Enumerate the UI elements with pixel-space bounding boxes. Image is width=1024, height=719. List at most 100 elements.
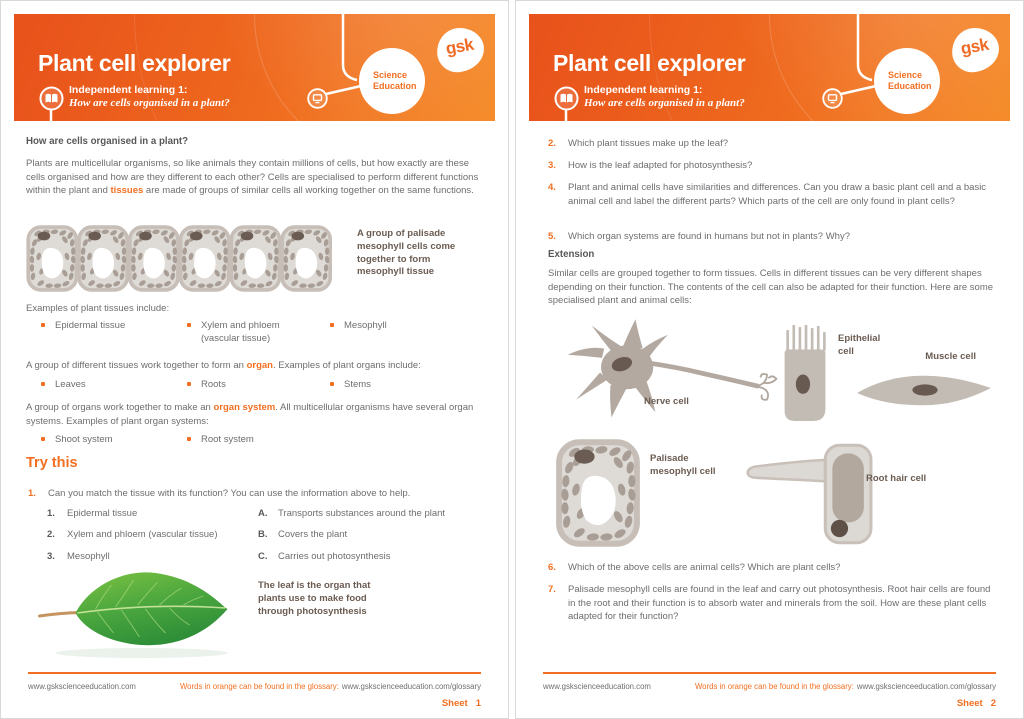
bullet-label: Xylem and phloem (vascular tissue) (201, 320, 280, 344)
match-letter: C. (258, 551, 268, 562)
question-number: 6. (548, 562, 556, 573)
nerve-cell-illustration (567, 319, 778, 418)
palisade-cell-illustration (554, 437, 642, 549)
question-number: 3. (548, 160, 556, 171)
system-pre: A group of organs work together to make … (26, 402, 214, 413)
bullet-icon (187, 437, 191, 441)
badge-line2: Education (373, 80, 417, 91)
question-3: 3. How is the leaf adapted for photosynth… (548, 159, 996, 173)
organ-post: . Examples of plant organs include: (272, 360, 421, 371)
sheet-num: 2 (990, 698, 996, 709)
muscle-cell-illustration (857, 375, 991, 406)
page-sheet-1: Plant cell explorer Independent learning… (0, 0, 509, 719)
match-number: 2. (47, 529, 55, 540)
match-number: 1. (47, 508, 55, 519)
nerve-cell-label: Nerve cell (644, 396, 689, 407)
question-number: 1. (28, 488, 36, 499)
bullet-icon (41, 437, 45, 441)
screen-icon (822, 88, 843, 114)
glossary-note: Words in orange can be found in the glos… (179, 682, 339, 691)
root-hair-cell-label: Root hair cell (866, 473, 927, 484)
section-heading: How are cells organised in a plant? (26, 136, 189, 147)
glossary-url: www.gskscienceeducation.com/glossary (856, 682, 996, 691)
question-number: 7. (548, 584, 556, 595)
epithelial-cell-illustration (784, 325, 826, 421)
question-number: 5. (548, 231, 556, 242)
badge-line1: Science (888, 70, 923, 80)
gsk-logo-text: gsk (959, 34, 990, 59)
bullet-icon (330, 323, 334, 327)
palisade-cell-label: Palisade mesophyll cell (650, 453, 716, 477)
lesson-question: How are cells organised in a plant? (584, 97, 745, 109)
palisade-tissue-illustration (26, 225, 332, 292)
bullet-label: Root system (201, 434, 254, 445)
question-text: Plant and animal cells have similarities… (568, 182, 987, 207)
organ-paragraph: A group of different tissues work togeth… (26, 359, 485, 373)
tissue-caption: A group of palisade mesophyll cells come… (357, 228, 456, 278)
bullet-label: Epidermal tissue (55, 320, 126, 331)
match-number: 3. (47, 551, 55, 562)
epithelial-cell-label: Epithelial cell (838, 333, 881, 357)
footer-glossary: Words in orange can be found in the glos… (180, 682, 481, 691)
extension-heading: Extension (548, 249, 595, 260)
bullet-item: Epidermal tissue (41, 319, 175, 332)
match-label: Epidermal tissue (67, 508, 138, 519)
question-4: 4.Plant and animal cells have similariti… (548, 181, 996, 208)
bullet-label: Stems (344, 379, 371, 390)
bullet-item: Xylem and phloem (vascular tissue) (187, 319, 303, 345)
science-education-badge: Science Education (874, 48, 940, 114)
question-7: 7.Palisade mesophyll cells are found in … (548, 583, 998, 624)
organ-pre: A group of different tissues work togeth… (26, 360, 247, 371)
footer-rule (28, 672, 481, 674)
intro-post: are made of groups of similar cells all … (143, 185, 474, 197)
sheet-num: 1 (475, 698, 481, 709)
match-right-row: B.Covers the plant (258, 528, 478, 542)
bullet-label: Shoot system (55, 434, 113, 445)
gsk-logo-text: gsk (444, 34, 475, 59)
glossary-note: Words in orange can be found in the glos… (694, 682, 854, 691)
question-1: 1. Can you match the tissue with its fun… (28, 487, 478, 501)
bullet-item: Stems (330, 378, 464, 391)
root-hair-cell-illustration (746, 443, 873, 545)
match-label: Covers the plant (278, 529, 348, 540)
screen-icon (307, 88, 328, 114)
question-number: 2. (548, 138, 556, 149)
match-label: Xylem and phloem (vascular tissue) (67, 529, 218, 540)
glossary-word-organ-system: organ system (213, 402, 276, 413)
glossary-word-organ: organ (246, 360, 273, 371)
system-post: . All multicellular organisms have sever… (26, 402, 474, 427)
intro-paragraph: Plants are multicellular organisms, so l… (26, 157, 485, 198)
sheet-label: Sheet (956, 698, 983, 709)
sheet-number: Sheet 1 (442, 698, 481, 709)
bullet-item: Mesophyll (330, 319, 464, 332)
connector-lines (564, 14, 877, 121)
bullet-icon (187, 382, 191, 386)
question-text: Which organ systems are found in humans … (568, 231, 850, 242)
sheet-label: Sheet (441, 698, 468, 709)
bullet-label: Mesophyll (344, 320, 387, 331)
leaf-caption: The leaf is the organ that plants use to… (258, 580, 371, 617)
bullet-icon (330, 382, 334, 386)
match-letter: A. (258, 508, 268, 519)
glossary-word-tissues: tissues (110, 185, 144, 197)
match-label: Carries out photosynthesis (278, 551, 391, 562)
page-title: Plant cell explorer (553, 50, 746, 76)
lesson-label: Independent learning 1: (584, 84, 703, 96)
try-this-heading: Try this (26, 455, 78, 471)
book-icon (554, 86, 579, 116)
bullet-icon (41, 382, 45, 386)
footer-url: www.gskscienceeducation.com (543, 682, 651, 691)
match-left-row: 2. Xylem and phloem (vascular tissue) (47, 528, 257, 542)
connector-lines (49, 14, 362, 121)
intro-pre: Plants are multicellular organisms, so l… (26, 158, 479, 197)
bullet-label: Leaves (55, 379, 86, 390)
question-6: 6.Which of the above cells are animal ce… (548, 561, 996, 575)
bullet-label: Roots (201, 379, 226, 390)
sheet-number: Sheet 2 (957, 698, 996, 709)
extension-paragraph: Similar cells are grouped together to fo… (548, 268, 994, 307)
match-label: Transports substances around the plant (278, 508, 446, 519)
question-text: How is the leaf adapted for photosynthes… (568, 160, 753, 171)
footer-glossary: Words in orange can be found in the glos… (695, 682, 996, 691)
organ-system-paragraph: A group of organs work together to make … (26, 401, 485, 428)
page-title: Plant cell explorer (38, 50, 231, 76)
